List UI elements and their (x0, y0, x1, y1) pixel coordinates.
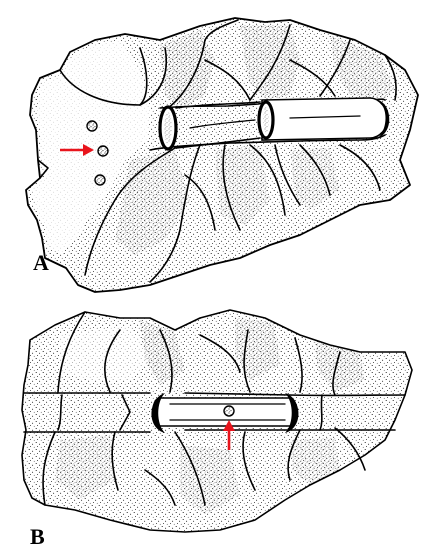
panel-a: A (25, 17, 419, 293)
panel-a-cell-line-3 (167, 19, 239, 109)
panel-a-node-2-inner (263, 107, 269, 133)
panel-b-cell-line-2 (104, 329, 121, 393)
panel-b-cell-line-7 (332, 351, 341, 396)
panel-b-shade-6 (290, 438, 340, 485)
panel-a-segment-bottom (175, 137, 261, 149)
panel-a-shade-2 (240, 25, 300, 100)
panel-b-pore (223, 405, 235, 417)
panel-a-label: A (33, 250, 49, 275)
panel-a-cell-line-7 (319, 39, 351, 97)
panel-b-shade-5 (180, 445, 240, 515)
right-arrow-icon (60, 144, 94, 156)
panel-a-cell-line-15 (299, 144, 331, 196)
panel-b-cell-line-14 (334, 427, 366, 471)
panel-a-cell-line-8 (384, 54, 397, 101)
panel-b-light-zone (60, 325, 150, 380)
panel-b-cell-line-10 (174, 431, 206, 506)
up-arrow-icon (223, 420, 235, 450)
panel-a-cell-line-9 (84, 147, 176, 276)
panel-a-cell-line-6 (289, 59, 336, 97)
panel-b-label: B (30, 524, 45, 549)
panel-b-cell-line-1 (57, 311, 86, 393)
panel-a-pore-2 (97, 145, 109, 157)
panel-b-shade-2 (235, 318, 280, 380)
panel-b-vein-break-1 (57, 394, 63, 431)
panel-a-vein-lower-wall (149, 134, 386, 151)
panel-a-node-1-inner (164, 112, 172, 144)
panel-a-cylinder-cap (378, 100, 390, 138)
panel-a-shade-6 (290, 148, 340, 210)
panel-a-cell-line-11 (184, 174, 216, 231)
panel-b-capsule-cap-right (285, 393, 299, 433)
panel-a-cell-line-14 (274, 144, 301, 206)
panel-b-shade-4 (55, 435, 115, 500)
panel-b-shade-3 (315, 340, 365, 392)
panel-a-cell-line-2 (139, 47, 167, 106)
panel-a-smooth-pad (32, 40, 150, 255)
panel-a-pore-1 (86, 120, 98, 132)
panel-a-pore-3 (94, 174, 106, 186)
panel-a-cell-line-13 (249, 144, 286, 216)
panel-b-cell-line-5 (243, 329, 251, 393)
panel-b-cell-line-11 (144, 469, 176, 506)
panel-b-vein-upper-wall (23, 392, 406, 397)
panel-b-vein-lower-wall (23, 429, 396, 433)
panel-a-cell-line-4 (204, 59, 251, 101)
panel-a-cell-line-10 (149, 144, 201, 283)
panel-b-cell-line-12 (242, 431, 256, 491)
panel-b-capsule-cap-left (151, 393, 165, 433)
panel-b-cell-line-9 (111, 431, 119, 491)
panel-a-notch (37, 159, 49, 179)
panel-a-cylinder (261, 97, 389, 141)
panel-a-segment-top (175, 101, 261, 109)
panel-b-shade-1 (140, 320, 185, 385)
panel-b-cell-line-6 (294, 337, 303, 393)
panel-b-vein-break-2 (119, 394, 131, 431)
panel-b-cell-line-4 (199, 334, 241, 373)
panel-a-cell-line-16 (339, 144, 381, 191)
panel-b-vein-break-3 (319, 394, 323, 431)
panel-a-cylinder-highlight (289, 115, 361, 119)
panel-a-shade-1 (160, 30, 215, 110)
panel-a-segment-mid (189, 119, 256, 129)
panel-b-cell-line-13 (287, 429, 301, 481)
panel-a-cell-line-12 (222, 144, 241, 231)
panel-b: B (21, 309, 413, 549)
panel-b-cell-line-8 (42, 431, 56, 506)
panel-a-shade-5 (215, 145, 270, 225)
panel-b-cell-line-3 (159, 329, 173, 393)
panel-a-cell-line-5 (249, 24, 291, 101)
